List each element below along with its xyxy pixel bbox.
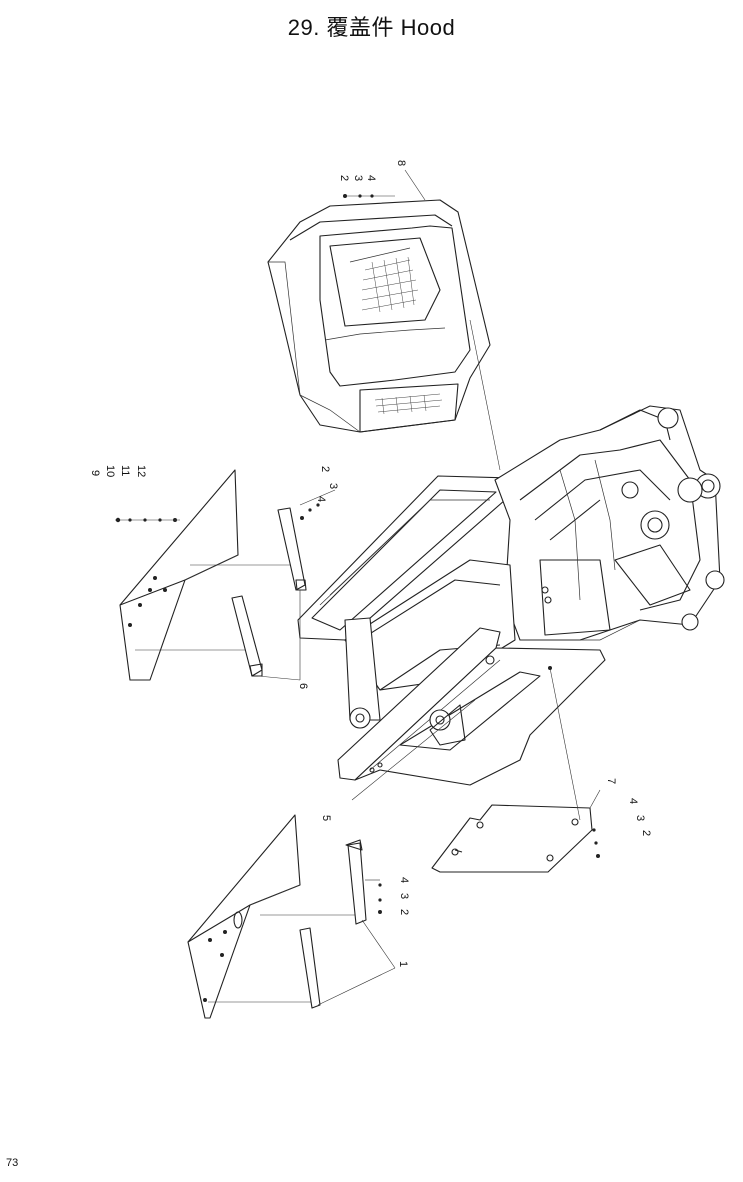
callout-right-3: 3: [634, 815, 646, 821]
callout-lower-4: 4: [398, 877, 410, 883]
callout-mid-3: 3: [327, 483, 339, 489]
callout-top-2: 2: [338, 175, 350, 181]
callout-right-2: 2: [640, 830, 652, 836]
callout-labels: 2 3 4 8 9 10 11 12 2 3 4 6 5 4 3 2 1 7 4…: [89, 160, 652, 967]
callout-top-4: 4: [365, 175, 377, 181]
callout-lower-5: 5: [320, 815, 332, 821]
callout-left-10: 10: [104, 465, 116, 477]
callout-top-3: 3: [352, 175, 364, 181]
callout-left-9: 9: [89, 470, 101, 476]
callout-left-12: 12: [135, 465, 147, 477]
callout-right-4: 4: [627, 798, 639, 804]
hood-mesh-lower: [374, 393, 443, 415]
bracket-6-lower: [231, 595, 263, 677]
callout-right-7: 7: [605, 778, 617, 784]
bracket-6-upper: [277, 507, 307, 591]
page-title: 29. 覆盖件 Hood: [287, 15, 456, 40]
bottom-plate: [431, 666, 601, 873]
callout-mid-2: 2: [319, 466, 331, 472]
callout-mid-6: 6: [297, 683, 309, 689]
bracket-1-upper: [345, 839, 367, 925]
callout-top-8: 8: [395, 160, 407, 166]
lower-side-panel: [187, 814, 360, 1019]
callout-lower-1: 1: [397, 961, 409, 967]
callout-lower-2: 2: [398, 909, 410, 915]
callout-left-11: 11: [119, 465, 131, 476]
callout-lower-3: 3: [398, 893, 410, 899]
page-number: 73: [6, 1157, 19, 1169]
left-side-panel: [115, 469, 290, 681]
main-frame: [297, 319, 725, 786]
bracket-1-lower: [299, 927, 321, 1009]
hood-cover: [267, 169, 491, 433]
callout-mid-4: 4: [315, 496, 327, 502]
hood-mesh-upper: [361, 256, 419, 313]
